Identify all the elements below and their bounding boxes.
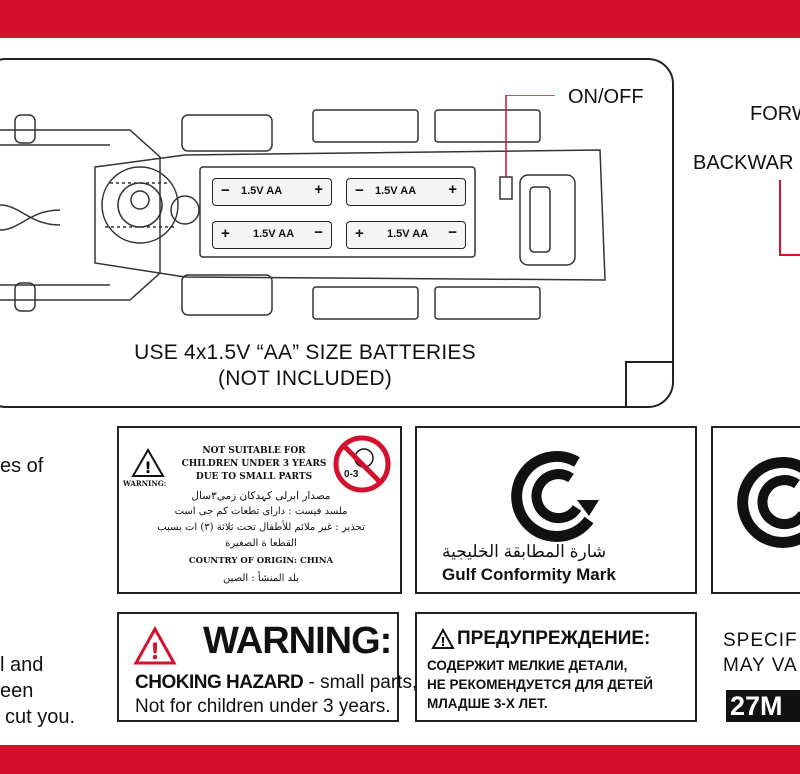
spec-line1: SPECIF [723, 630, 798, 651]
cell-sign-right: + [448, 181, 457, 198]
age-badge: 0-3 [344, 469, 359, 480]
gulf-conformity-label-partial [711, 426, 800, 594]
arabic-line-3: تحذير : غير ملائم للأطفال تحت ثلاثة (٣) … [157, 522, 365, 533]
gulf-mark-arabic: شارة المطابقة الخليجية [442, 542, 607, 561]
front-light-top [14, 114, 36, 144]
svg-text:!: ! [150, 640, 160, 665]
wheel-bottom-front [181, 274, 273, 316]
chassis-outline [94, 149, 606, 281]
car-chassis-diagram [0, 95, 606, 320]
battery-instruction: USE 4x1.5V “AA” SIZE BATTERIES [134, 341, 476, 364]
not-suitable-line1: NOT SUITABLE FOR [202, 446, 306, 456]
battery-cell: − 1.5V AA + [346, 178, 466, 206]
gear-outer [101, 166, 179, 244]
steering-rods [0, 204, 61, 231]
battery-cell: − 1.5V AA + [212, 178, 332, 206]
warning-triangle-icon: ! [133, 626, 177, 665]
not-suitable-line2: CHILDREN UNDER 3 YEARS [181, 459, 327, 469]
onoff-lead-line [505, 95, 555, 177]
cell-sign-left: − [221, 182, 230, 199]
left-fragment-3: een [0, 680, 34, 702]
arabic-line-4: القطعا ة الصغيرة [225, 538, 297, 549]
age-prohibited-icon [333, 435, 391, 493]
battery-cell: + 1.5V AA − [346, 221, 466, 249]
power-switch [499, 176, 513, 200]
warning-triangle-icon: ! [431, 628, 455, 649]
gulf-mark-logo-partial [737, 456, 800, 548]
ru-warning-line2: НЕ РЕКОМЕНДУЕТСЯ ДЛЯ ДЕТЕЙ [427, 677, 654, 692]
choking-warning-ru: ! ПРЕДУПРЕЖДЕНИЕ: СОДЕРЖИТ МЕЛКИЕ ДЕТАЛИ… [415, 612, 697, 722]
cell-sign-left: + [221, 225, 230, 242]
cell-label: 1.5V AA [375, 185, 417, 197]
warning-triangle-icon: ! [131, 448, 165, 477]
cell-sign-right: + [314, 181, 323, 198]
warning-small-label: WARNING: [123, 479, 167, 488]
wheel-bottom-1 [312, 286, 419, 320]
left-fragment-4: cut you. [5, 706, 76, 728]
onoff-label: ON/OFF [568, 86, 644, 108]
warning-title: WARNING: [203, 620, 392, 662]
spec-line2: MAY VA [723, 655, 798, 676]
battery-not-included: (NOT INCLUDED) [218, 367, 392, 390]
ru-warning-line3: МЛАДШЕ 3-Х ЛЕТ. [427, 696, 548, 711]
top-red-band [0, 0, 800, 38]
motor-block [519, 174, 576, 266]
motor-slot [529, 186, 551, 253]
panel-corner-notch [625, 361, 672, 406]
motor-hub [170, 195, 200, 225]
arabic-line-1: مصدار ابرلی کہدکان زمی۳سال [191, 490, 331, 502]
country-of-origin: COUNTRY OF ORIGIN: CHINA [188, 556, 334, 566]
wheel-top-2 [434, 109, 541, 143]
svg-text:!: ! [144, 458, 151, 477]
arabic-origin: بلد المنشأ : الصين [223, 573, 299, 584]
cab-outline [0, 129, 161, 301]
cell-sign-left: − [355, 182, 364, 199]
svg-text:!: ! [440, 635, 445, 649]
gulf-conformity-label: شارة المطابقة الخليجية Gulf Conformity M… [415, 426, 697, 594]
left-fragment-2: l and [0, 654, 44, 676]
cell-sign-right: − [448, 224, 457, 241]
cell-sign-right: − [314, 224, 323, 241]
front-light-bottom [14, 282, 36, 312]
cell-sign-left: + [355, 225, 364, 242]
choking-hazard-text: CHOKING HAZARD [135, 672, 304, 693]
bottom-red-band [0, 745, 800, 774]
arabic-line-2: ملسد فیست : دارای تطعات کم جی است [174, 506, 348, 517]
frequency-badge: 27M [726, 690, 800, 722]
ru-warning-title: ПРЕДУПРЕЖДЕНИЕ: [457, 628, 651, 649]
battery-tray [199, 166, 476, 258]
cell-label: 1.5V AA [241, 185, 283, 197]
wheel-top-front [181, 114, 273, 152]
ru-warning-line1: СОДЕРЖИТ МЕЛКИЕ ДЕТАЛИ, [427, 658, 628, 673]
backward-lead-line [779, 180, 800, 256]
left-fragment-1: es of [0, 455, 44, 477]
cab-rails [0, 144, 110, 286]
not-suitable-line3: DUE TO SMALL PARTS [195, 472, 313, 482]
choking-warning-en: ! WARNING: CHOKING HAZARD - small parts,… [117, 612, 417, 722]
gear-hub [130, 190, 150, 210]
age-warning-label: ! WARNING: NOT SUITABLE FOR CHILDREN UND… [117, 426, 402, 594]
not-for-children-text: Not for children under 3 years. [135, 696, 391, 717]
wheel-bottom-2 [434, 286, 541, 320]
gear-teeth [105, 182, 175, 228]
battery-diagram-panel [0, 58, 674, 408]
gulf-mark-logo [511, 450, 599, 542]
wheel-top-1 [312, 109, 419, 143]
battery-cell: + 1.5V AA − [212, 221, 332, 249]
cell-label: 1.5V AA [253, 228, 295, 240]
gear-inner [117, 182, 163, 228]
small-parts-text: - small parts, [303, 672, 418, 693]
backward-label: BACKWAR [693, 152, 794, 174]
gulf-mark-english: Gulf Conformity Mark [442, 565, 616, 584]
cell-label: 1.5V AA [387, 228, 429, 240]
forward-label: FORW [750, 103, 800, 125]
